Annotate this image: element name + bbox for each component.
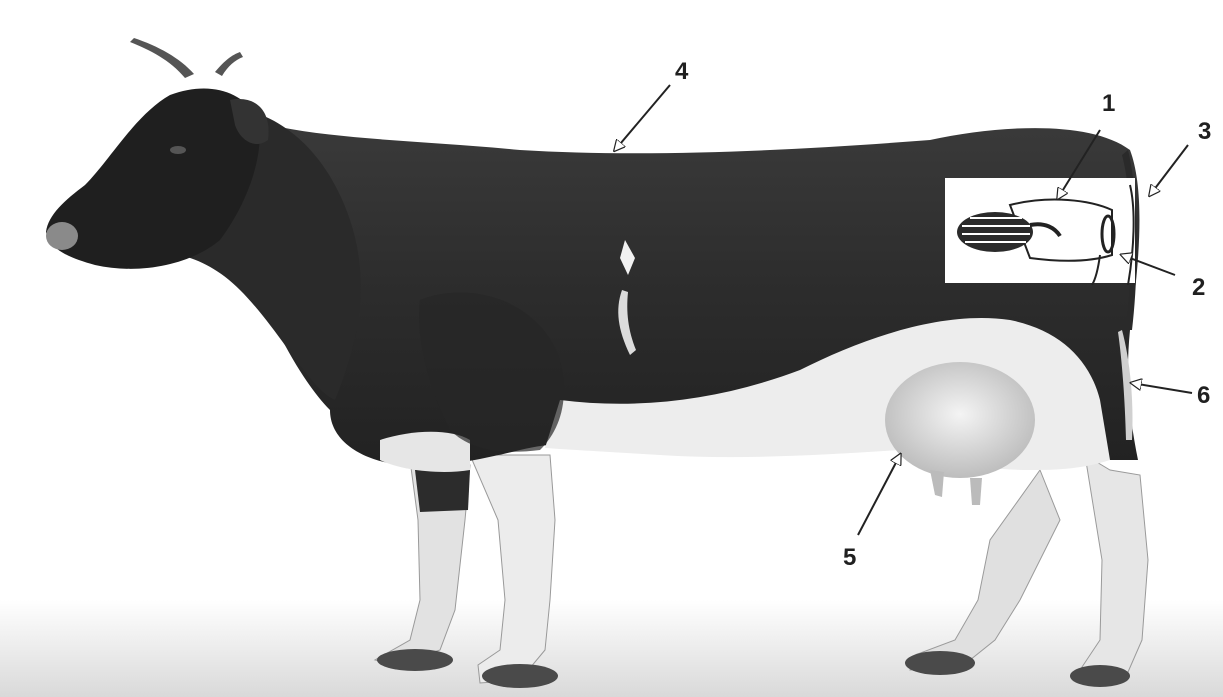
- arrow-4: [615, 85, 670, 150]
- label-6: 6: [1197, 384, 1210, 408]
- arrow-6: [1132, 383, 1192, 393]
- arrow-5: [858, 455, 900, 535]
- label-2: 2: [1192, 276, 1205, 300]
- udder: [885, 362, 1035, 505]
- arrow-3: [1150, 145, 1188, 195]
- label-5: 5: [843, 546, 856, 570]
- label-1: 1: [1102, 92, 1115, 116]
- floor-shade: [0, 600, 1223, 697]
- label-3: 3: [1198, 120, 1211, 144]
- parasite-inset: [945, 178, 1135, 285]
- label-4: 4: [675, 60, 688, 84]
